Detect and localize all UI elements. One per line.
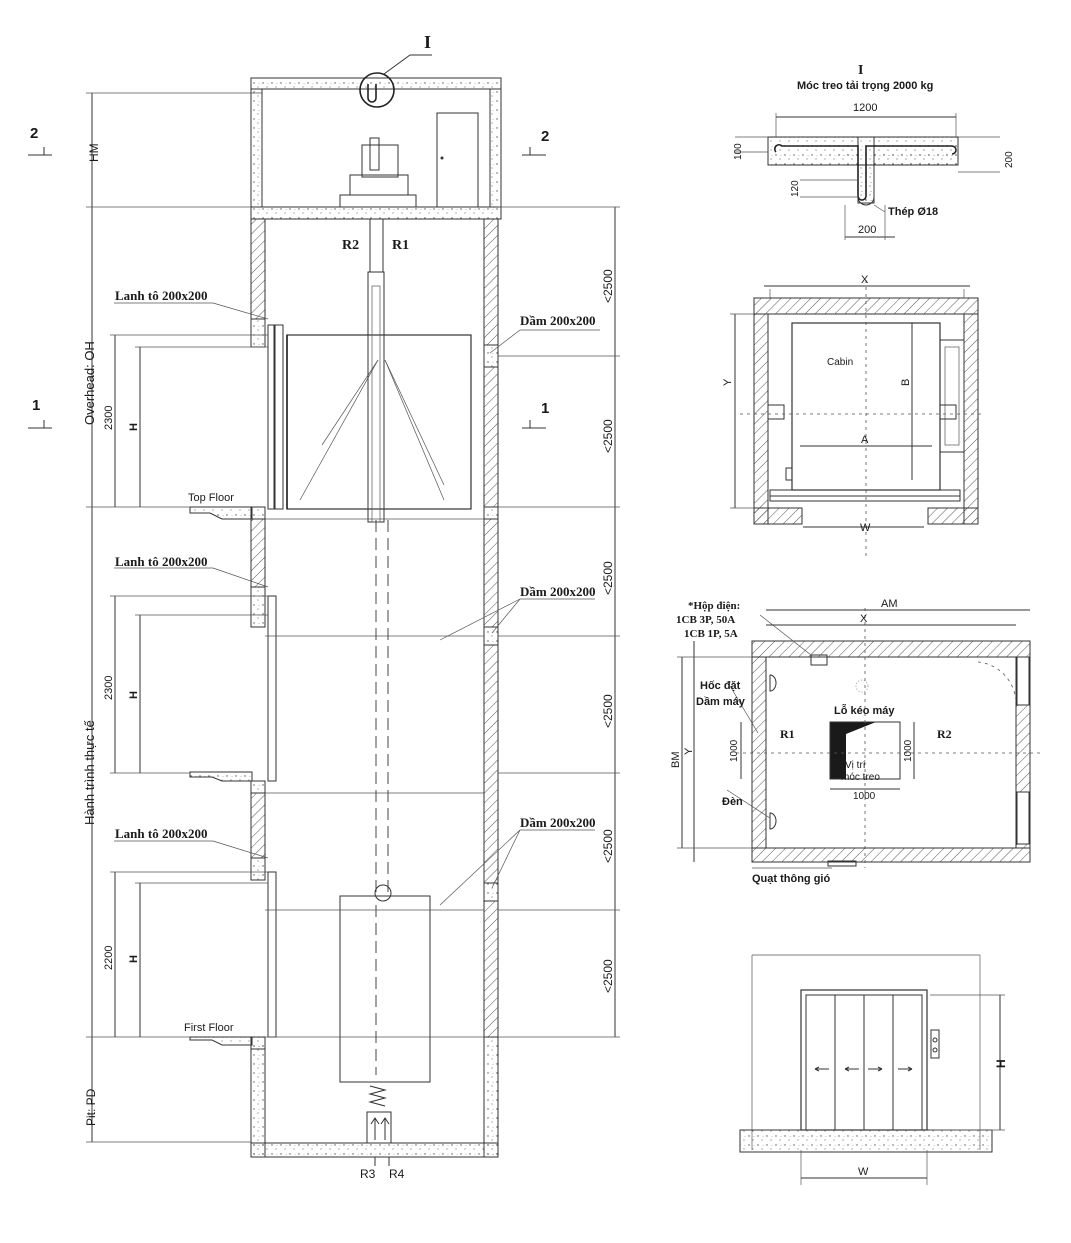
span-dim-2a: <2500 (601, 561, 615, 595)
plan-w-label: W (860, 522, 871, 534)
shaft-right-wall (483, 218, 499, 346)
cabin-frame (367, 271, 385, 523)
pit-label: Pit: PD (84, 1088, 98, 1126)
r2-label: R2 (342, 238, 359, 253)
r4-label: R4 (389, 1167, 405, 1181)
cut-mark-1-left: 1 (32, 397, 40, 414)
beam-label-2: Dầm 200x200 (520, 584, 595, 599)
top-floor-label: Top Floor (188, 492, 234, 504)
hook-right-dim: 200 (1004, 151, 1015, 168)
fan-label: Quạt thông gió (752, 873, 830, 885)
call-button-panel (930, 1029, 940, 1059)
door-w-label: W (858, 1166, 869, 1178)
height-dim-2: 2300 (103, 676, 115, 700)
ventilation-fan (827, 860, 857, 867)
mr-am-label: AM (881, 598, 898, 610)
machine-room-floor (250, 206, 502, 220)
beam-label-3: Dầm 200x200 (520, 815, 595, 830)
cut-mark-1-right: 1 (541, 400, 549, 417)
machine-room-plan (677, 608, 1040, 869)
counterweight (339, 895, 431, 1083)
hook-detail-title: Móc treo tải trọng 2000 kg (797, 80, 933, 92)
detail-mark: I (424, 32, 431, 52)
plan-a-label: A (861, 434, 869, 446)
lintel-label-3: Lanh tô 200x200 (115, 826, 207, 841)
hook-position-label-2: móc treo (841, 772, 880, 783)
pit-right (483, 1036, 499, 1158)
hook-left-dim: 100 (733, 143, 744, 160)
lintel-label-2: Lanh tô 200x200 (115, 554, 207, 569)
hook-symbol (367, 84, 377, 103)
pit-left (250, 1036, 266, 1158)
span-dim-3a: <2500 (601, 829, 615, 863)
plan-y-label: Y (722, 378, 734, 386)
mr-dim-1000-left: 1000 (729, 739, 740, 762)
landing-door (267, 324, 275, 510)
span-dim-2b: <2500 (601, 694, 615, 728)
overhead-label: Overhead: OH (82, 341, 97, 425)
counterweight-plan (939, 339, 965, 453)
electric-box-label-1: *Hộp điện: (688, 600, 740, 612)
shaft-plan (730, 280, 985, 560)
hook-width-dim: 1200 (853, 102, 877, 114)
cut-mark-2-right: 2 (541, 128, 549, 145)
plan-b-label: B (900, 379, 912, 386)
r3-label: R3 (360, 1167, 376, 1181)
section-view (28, 54, 620, 1166)
machine-room-right-wall (489, 88, 502, 208)
lamp (769, 674, 777, 692)
r1-label: R1 (392, 238, 409, 253)
mr-dim-1000-bottom: 1000 (853, 791, 876, 802)
beam-recess-label-2: Dầm máy (696, 696, 746, 708)
height-dim-3: 2200 (103, 946, 115, 970)
cut-mark-2-left: 2 (30, 125, 38, 142)
hm-label: HM (87, 143, 101, 162)
travel-label: Hành trình thực tế (82, 719, 97, 825)
elevator-cabin (286, 334, 472, 510)
plan-x-label: X (861, 274, 869, 286)
machine-room-door (436, 112, 479, 208)
mr-r1-label: R1 (780, 727, 795, 741)
h-label-1: H (128, 423, 140, 431)
hook-steel-label: Thép Ø18 (888, 206, 938, 218)
mr-r2-label: R2 (937, 727, 952, 741)
traction-hole-label: Lỗ kéo máy (834, 704, 895, 717)
mr-x-label: X (860, 613, 868, 625)
h-label-3: H (128, 955, 140, 963)
shaft-left-wall (250, 218, 266, 320)
height-dim-1: 2300 (103, 406, 115, 430)
lamp-label: Đèn (722, 796, 743, 808)
hook-detail (735, 113, 1000, 240)
hook-detail-callout (359, 72, 395, 108)
pit-floor (250, 1142, 499, 1158)
mr-dim-1000-right: 1000 (903, 739, 914, 762)
mr-bm-label: BM (670, 752, 682, 769)
buffer (368, 1085, 387, 1107)
hook-detail-mark: I (858, 63, 863, 78)
hook-depth-dim: 120 (790, 180, 801, 197)
door-elevation (739, 954, 1005, 1185)
span-dim-1a: <2500 (601, 269, 615, 303)
traction-hole (830, 722, 876, 779)
first-floor-label: First Floor (184, 1022, 234, 1034)
beam-label-1: Dầm 200x200 (520, 313, 595, 328)
lintel-label-1: Lanh tô 200x200 (115, 288, 207, 303)
door-h-label: H (994, 1059, 1008, 1068)
electric-box-label-2: 1CB 3P, 50A (676, 614, 735, 626)
hook-bottom-dim: 200 (858, 224, 876, 236)
span-dim-1b: <2500 (601, 419, 615, 453)
electric-box-label-3: 1CB 1P, 5A (684, 628, 738, 640)
span-dim-3b: <2500 (601, 959, 615, 993)
hook-position-label-1: Vị trí (845, 760, 866, 771)
beam-recess-label-1: Hốc đặt (700, 680, 741, 692)
plan-cabin-label: Cabin (827, 357, 853, 368)
counterweight-pulley (374, 884, 392, 902)
mr-y-label: Y (683, 747, 695, 755)
h-label-2: H (128, 691, 140, 699)
machine-room-left-wall (250, 88, 263, 208)
traction-machine (349, 174, 409, 196)
electric-box (810, 654, 828, 666)
plan-door-sill (769, 489, 961, 497)
